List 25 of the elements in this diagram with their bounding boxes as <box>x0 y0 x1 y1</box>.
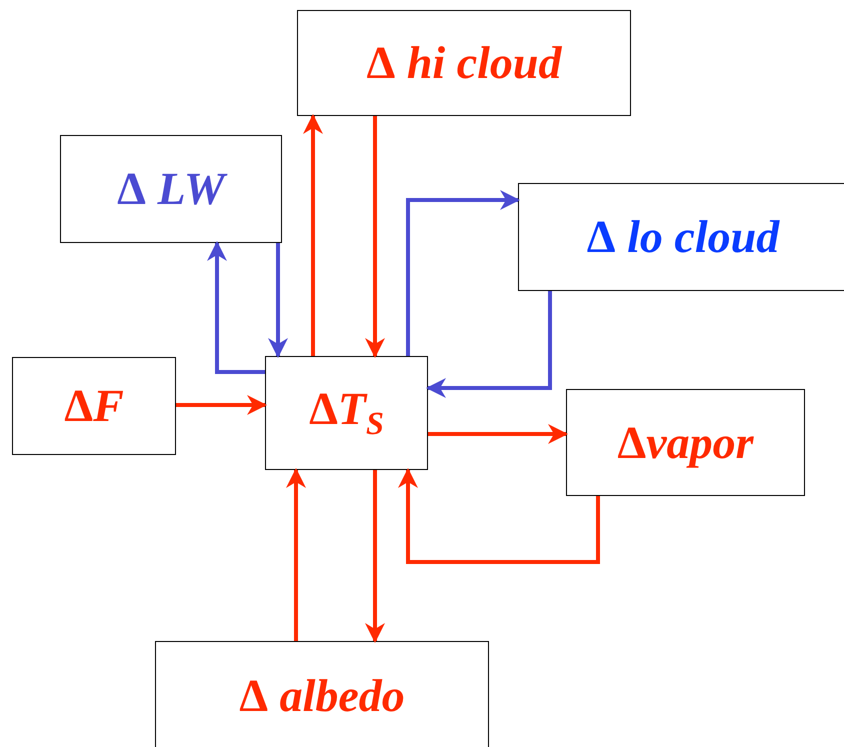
arrow <box>428 424 568 444</box>
process-box <box>155 641 489 747</box>
arrow <box>176 395 267 415</box>
arrow <box>365 116 385 358</box>
node-label: Δ lo cloud <box>586 214 780 260</box>
arrow <box>406 190 520 356</box>
arrow <box>426 291 552 398</box>
process-box <box>518 183 844 291</box>
arrow <box>286 468 306 641</box>
arrow <box>207 241 265 374</box>
node-label: Δ albedo <box>239 673 405 719</box>
process-box <box>566 389 805 496</box>
process-box <box>12 357 176 455</box>
arrow <box>268 243 288 358</box>
node-label: Δ hi cloud <box>366 40 562 86</box>
node-label: Δ LW <box>117 166 225 212</box>
node-label: ΔT$_{S}$ <box>309 386 384 440</box>
node-label: Δvapor <box>617 420 754 466</box>
arrow <box>398 468 600 564</box>
process-box <box>265 356 428 470</box>
process-box <box>60 135 282 243</box>
arrow <box>303 114 323 356</box>
node-label: ΔF <box>64 383 124 429</box>
arrow <box>365 470 385 643</box>
process-box <box>297 10 631 116</box>
